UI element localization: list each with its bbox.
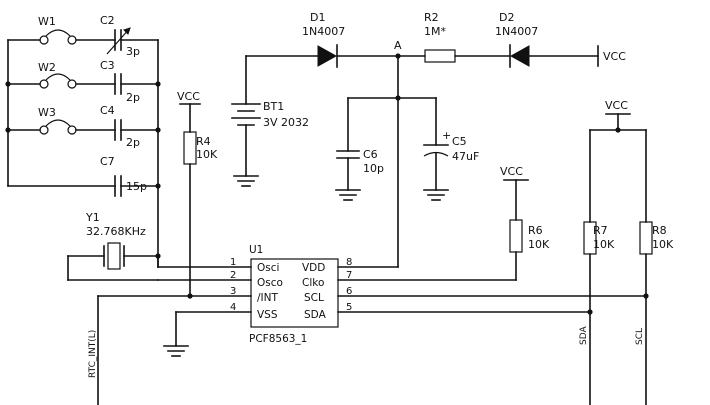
r4-vcc: VCC [177,90,200,103]
crystal-y1 [67,242,159,281]
u1-pin4-num: 4 [230,302,236,313]
y1-value: 32.768KHz [86,225,146,238]
switch-w2 [7,73,116,89]
c6-value: 10p [363,162,384,175]
d2-vcc: VCC [603,50,626,63]
r2-ref: R2 [424,11,439,24]
resistor-r4 [179,103,201,297]
u1-pin3-name: /INT [257,292,278,304]
resistor-r7 [583,129,597,405]
c3-value: 2p [126,91,140,104]
capacitor-c5: + [423,97,451,201]
u1-pin8-num: 8 [346,257,352,268]
r8-ref: R8 [652,224,667,237]
u1-pin8-name: VDD [302,262,325,274]
switch-w1 [7,29,116,45]
net-rtc-int-label: RTC_INT(L) [88,330,98,378]
c3-ref: C3 [100,59,115,72]
switch-w1-label: W1 [38,15,56,28]
capacitor-c7 [7,175,159,197]
u1-pin1-name: Osci [257,262,279,274]
r7-ref: R7 [593,224,608,237]
i2c-pullups [589,113,647,133]
r6-value: 10K [528,238,550,251]
trim-network [7,27,159,268]
battery-bt1 [231,55,261,187]
u1-pin5-name: SDA [304,309,327,321]
capacitor-c4 [114,119,159,141]
resistor-r6 [503,179,529,281]
diode-d1 [317,44,338,68]
c4-ref: C4 [100,104,115,117]
u1-pin6-name: SCL [304,292,324,304]
bt1-ref: BT1 [263,100,284,113]
net-sda-label: SDA [579,326,589,345]
switch-w3 [7,119,116,135]
u1-pin2-num: 2 [230,270,236,281]
switch-w2-label: W2 [38,61,56,74]
r7r8-vcc: VCC [605,99,628,112]
u1-pin7-name: Clko [302,277,324,289]
node-a-label: A [394,39,402,52]
r6-vcc: VCC [500,165,523,178]
capacitor-c6 [335,97,361,201]
bt1-value: 3V 2032 [263,116,309,129]
c5-ref: C5 [452,135,467,148]
c7-ref: C7 [100,155,115,168]
net-scl-label: SCL [635,328,645,345]
u1-pin3-num: 3 [230,286,236,297]
u1-pin5-num: 5 [346,302,352,313]
d2-value: 1N4007 [495,25,538,38]
u1-pin1-num: 1 [230,257,236,268]
u1-ref: U1 [249,244,263,256]
capacitor-c2 [106,27,159,55]
d2-ref: D2 [499,11,514,24]
c4-value: 2p [126,136,140,149]
resistor-r8 [639,129,653,405]
switch-w3-label: W3 [38,106,56,119]
c7-value: 15p [126,180,147,193]
u1-pin2-name: Osco [257,277,283,289]
y1-ref: Y1 [85,211,100,224]
resistor-r2 [424,49,510,63]
c2-value: 3p [126,45,140,58]
svg-text:+: + [442,129,451,142]
c5-value: 47uF [452,150,479,163]
ic-u1 [163,258,647,357]
u1-pin7-num: 7 [346,270,352,281]
r2-value: 1M* [424,25,446,38]
r7-value: 10K [593,238,615,251]
d1-ref: D1 [310,11,325,24]
r8-value: 10K [652,238,674,251]
capacitor-c3 [114,73,159,95]
u1-part: PCF8563_1 [249,333,307,345]
diode-d2 [509,44,599,68]
r4-value: 10K [196,148,218,161]
r6-ref: R6 [528,224,543,237]
c6-ref: C6 [363,148,378,161]
u1-pin6-num: 6 [346,286,352,297]
r4-ref: R4 [196,135,211,148]
d1-value: 1N4007 [302,25,345,38]
u1-pin4-name: VSS [257,309,278,321]
c2-ref: C2 [100,14,115,27]
